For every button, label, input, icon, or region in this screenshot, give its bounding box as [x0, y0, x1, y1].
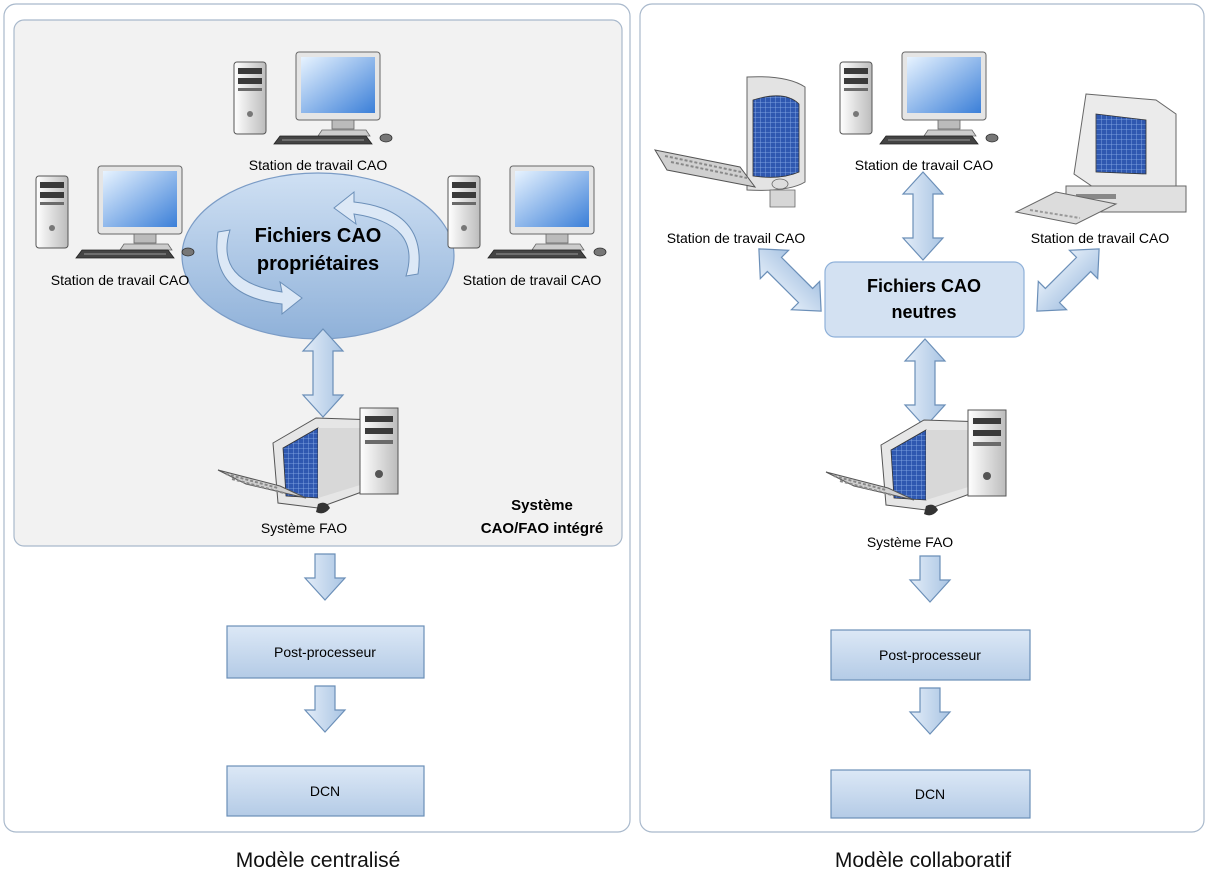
proprietary-files-title-1: Fichiers CAO — [255, 225, 382, 247]
postprocessor-label: Post-processeur — [274, 644, 376, 660]
postprocessor-label: Post-processeur — [879, 647, 981, 663]
cam-label: Système FAO — [261, 520, 347, 536]
right-station-right: Station de travail CAO — [1015, 93, 1187, 246]
right-station-left: Station de travail CAO — [654, 75, 806, 246]
right-dcn-box: DCN — [830, 769, 1031, 819]
neutral-files-node: Fichiers CAO neutres — [824, 261, 1025, 338]
station-label: Station de travail CAO — [463, 272, 602, 288]
station-label: Station de travail CAO — [1031, 230, 1170, 246]
dcn-label: DCN — [310, 783, 340, 799]
dcn-label: DCN — [915, 786, 945, 802]
left-dcn-box: DCN — [226, 765, 425, 817]
left-model-caption: Modèle centralisé — [236, 849, 401, 872]
proprietary-files-node: Fichiers CAO propriétaires — [181, 172, 455, 340]
left-station-right: Station de travail CAO — [447, 165, 607, 288]
station-label: Station de travail CAO — [667, 230, 806, 246]
right-station-top: Station de travail CAO — [839, 51, 999, 173]
left-cam-system: Système FAO — [217, 407, 399, 536]
left-station-top: Station de travail CAO — [233, 51, 393, 173]
station-label: Station de travail CAO — [51, 272, 190, 288]
integrated-system-label-2: CAO/FAO intégré — [481, 520, 604, 537]
station-label: Station de travail CAO — [855, 157, 994, 173]
right-postprocessor-box: Post-processeur — [830, 629, 1031, 681]
integrated-system-label-1: Système — [511, 497, 573, 514]
left-postprocessor-box: Post-processeur — [226, 625, 425, 679]
right-cam-system: Système FAO — [825, 409, 1007, 550]
proprietary-files-title-2: propriétaires — [257, 253, 379, 275]
station-label: Station de travail CAO — [249, 157, 388, 173]
right-model-caption: Modèle collaboratif — [835, 849, 1011, 872]
neutral-files-title-2: neutres — [891, 302, 956, 322]
left-station-left: Station de travail CAO — [35, 165, 195, 288]
neutral-files-title-1: Fichiers CAO — [867, 276, 981, 296]
cam-label: Système FAO — [867, 534, 953, 550]
